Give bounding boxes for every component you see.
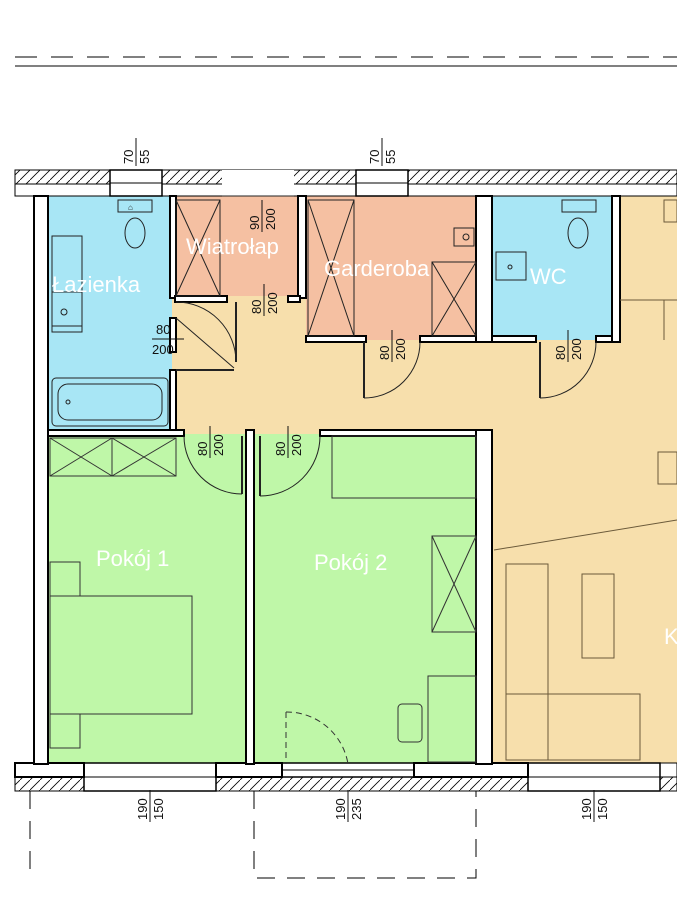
svg-text:200: 200 (211, 434, 226, 456)
svg-text:70: 70 (121, 150, 136, 164)
door-swings (175, 195, 597, 497)
svg-text:150: 150 (595, 798, 610, 820)
wardrobe-closets (307, 199, 477, 337)
svg-text:200: 200 (289, 434, 304, 456)
label-room1: Pokój 1 (96, 546, 169, 571)
dim-door-bathroom: 80 200 (152, 322, 184, 357)
top-wall-inner (14, 183, 677, 197)
dim-top-window-1: 70 55 (121, 138, 152, 166)
room-fill-bathroom (48, 196, 172, 432)
bottom-pier-2 (215, 762, 283, 778)
label-living: K (664, 624, 677, 649)
label-room2: Pokój 2 (314, 550, 387, 575)
svg-text:200: 200 (152, 342, 174, 357)
top-door-gap (222, 170, 294, 196)
dim-door-vestibule: 80 200 (249, 284, 280, 316)
svg-text:150: 150 (151, 798, 166, 820)
svg-text:200: 200 (393, 338, 408, 360)
svg-text:200: 200 (569, 338, 584, 360)
svg-text:190: 190 (333, 798, 348, 820)
living-furniture (493, 199, 677, 761)
svg-text:80: 80 (249, 300, 264, 314)
room-fill-wardrobe (306, 196, 478, 340)
room1-furniture (49, 437, 193, 749)
dim-bottom-window-2: 190 235 (333, 790, 364, 822)
label-wardrobe: Garderoba (324, 256, 430, 281)
bottom-pier-3 (413, 762, 529, 778)
room2-furniture (285, 435, 477, 765)
vestibule-closet (175, 199, 221, 297)
bottom-balcony-left (29, 791, 477, 879)
dim-door-room2: 80 200 (273, 426, 304, 458)
svg-text:200: 200 (263, 208, 278, 230)
dim-door-vestibule-top: 90 200 (247, 200, 278, 232)
svg-text:80: 80 (377, 346, 392, 360)
interior-walls (47, 195, 621, 765)
svg-text:190: 190 (579, 798, 594, 820)
room-fill-room2 (253, 434, 478, 764)
svg-text:80: 80 (156, 322, 170, 337)
svg-text:55: 55 (383, 150, 398, 164)
wc-fixtures (495, 199, 597, 281)
svg-text:200: 200 (265, 292, 280, 314)
svg-text:235: 235 (349, 798, 364, 820)
left-wall (33, 195, 49, 765)
svg-text:80: 80 (195, 442, 210, 456)
dim-door-wardrobe: 80 200 (377, 330, 408, 362)
label-vestibule: Wiatrołap (186, 234, 279, 259)
room-fill-room1 (48, 434, 248, 764)
label-wc: WC (530, 264, 567, 289)
dim-top-window-2: 70 55 (367, 138, 398, 166)
svg-text:70: 70 (367, 150, 382, 164)
toilet-tag-bath: ⌂ (128, 203, 133, 212)
svg-text:80: 80 (273, 442, 288, 456)
svg-text:55: 55 (137, 150, 152, 164)
dim-bottom-window-1: 190 150 (135, 790, 166, 822)
bottom-pier-1 (14, 762, 85, 778)
svg-text:190: 190 (135, 798, 150, 820)
dim-bottom-window-3: 190 150 (579, 790, 610, 822)
room-fill-vestibule (175, 196, 300, 296)
bathroom-fixtures (51, 199, 169, 427)
svg-text:80: 80 (553, 346, 568, 360)
dim-door-wc: 80 200 (553, 330, 584, 362)
label-bathroom: Łazienka (52, 272, 141, 297)
dim-door-room1: 80 200 (195, 426, 226, 458)
svg-text:90: 90 (247, 216, 262, 230)
